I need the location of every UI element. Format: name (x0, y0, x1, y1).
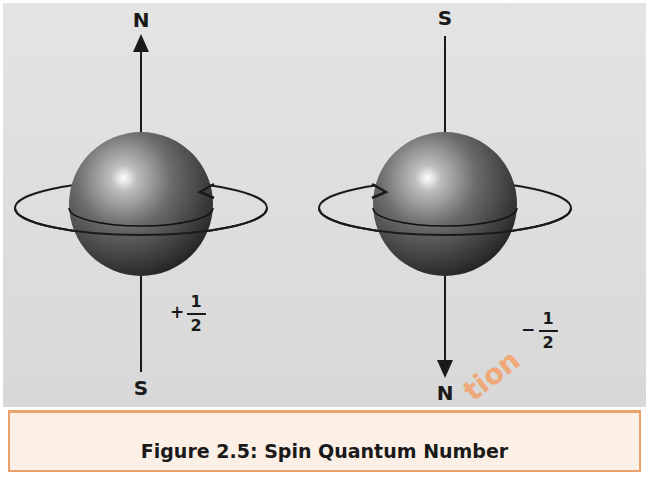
pole-letter: S (134, 378, 148, 398)
electron-down (319, 36, 571, 378)
electron-up (15, 34, 267, 372)
spin-sign: + (170, 304, 184, 321)
fraction-numerator: 1 (542, 311, 553, 327)
pole-letter: S (438, 8, 452, 28)
pole-letter: N (437, 383, 454, 403)
background-panel (3, 3, 646, 407)
fraction-denominator: 2 (190, 318, 201, 334)
spin-sign: − (521, 321, 535, 338)
caption-box: Figure 2.5: Spin Quantum Number (8, 410, 641, 472)
pole-letter: N (133, 10, 150, 30)
figure-caption: Figure 2.5: Spin Quantum Number (141, 440, 508, 462)
fraction-denominator: 2 (542, 335, 553, 351)
fraction-numerator: 1 (190, 294, 201, 310)
